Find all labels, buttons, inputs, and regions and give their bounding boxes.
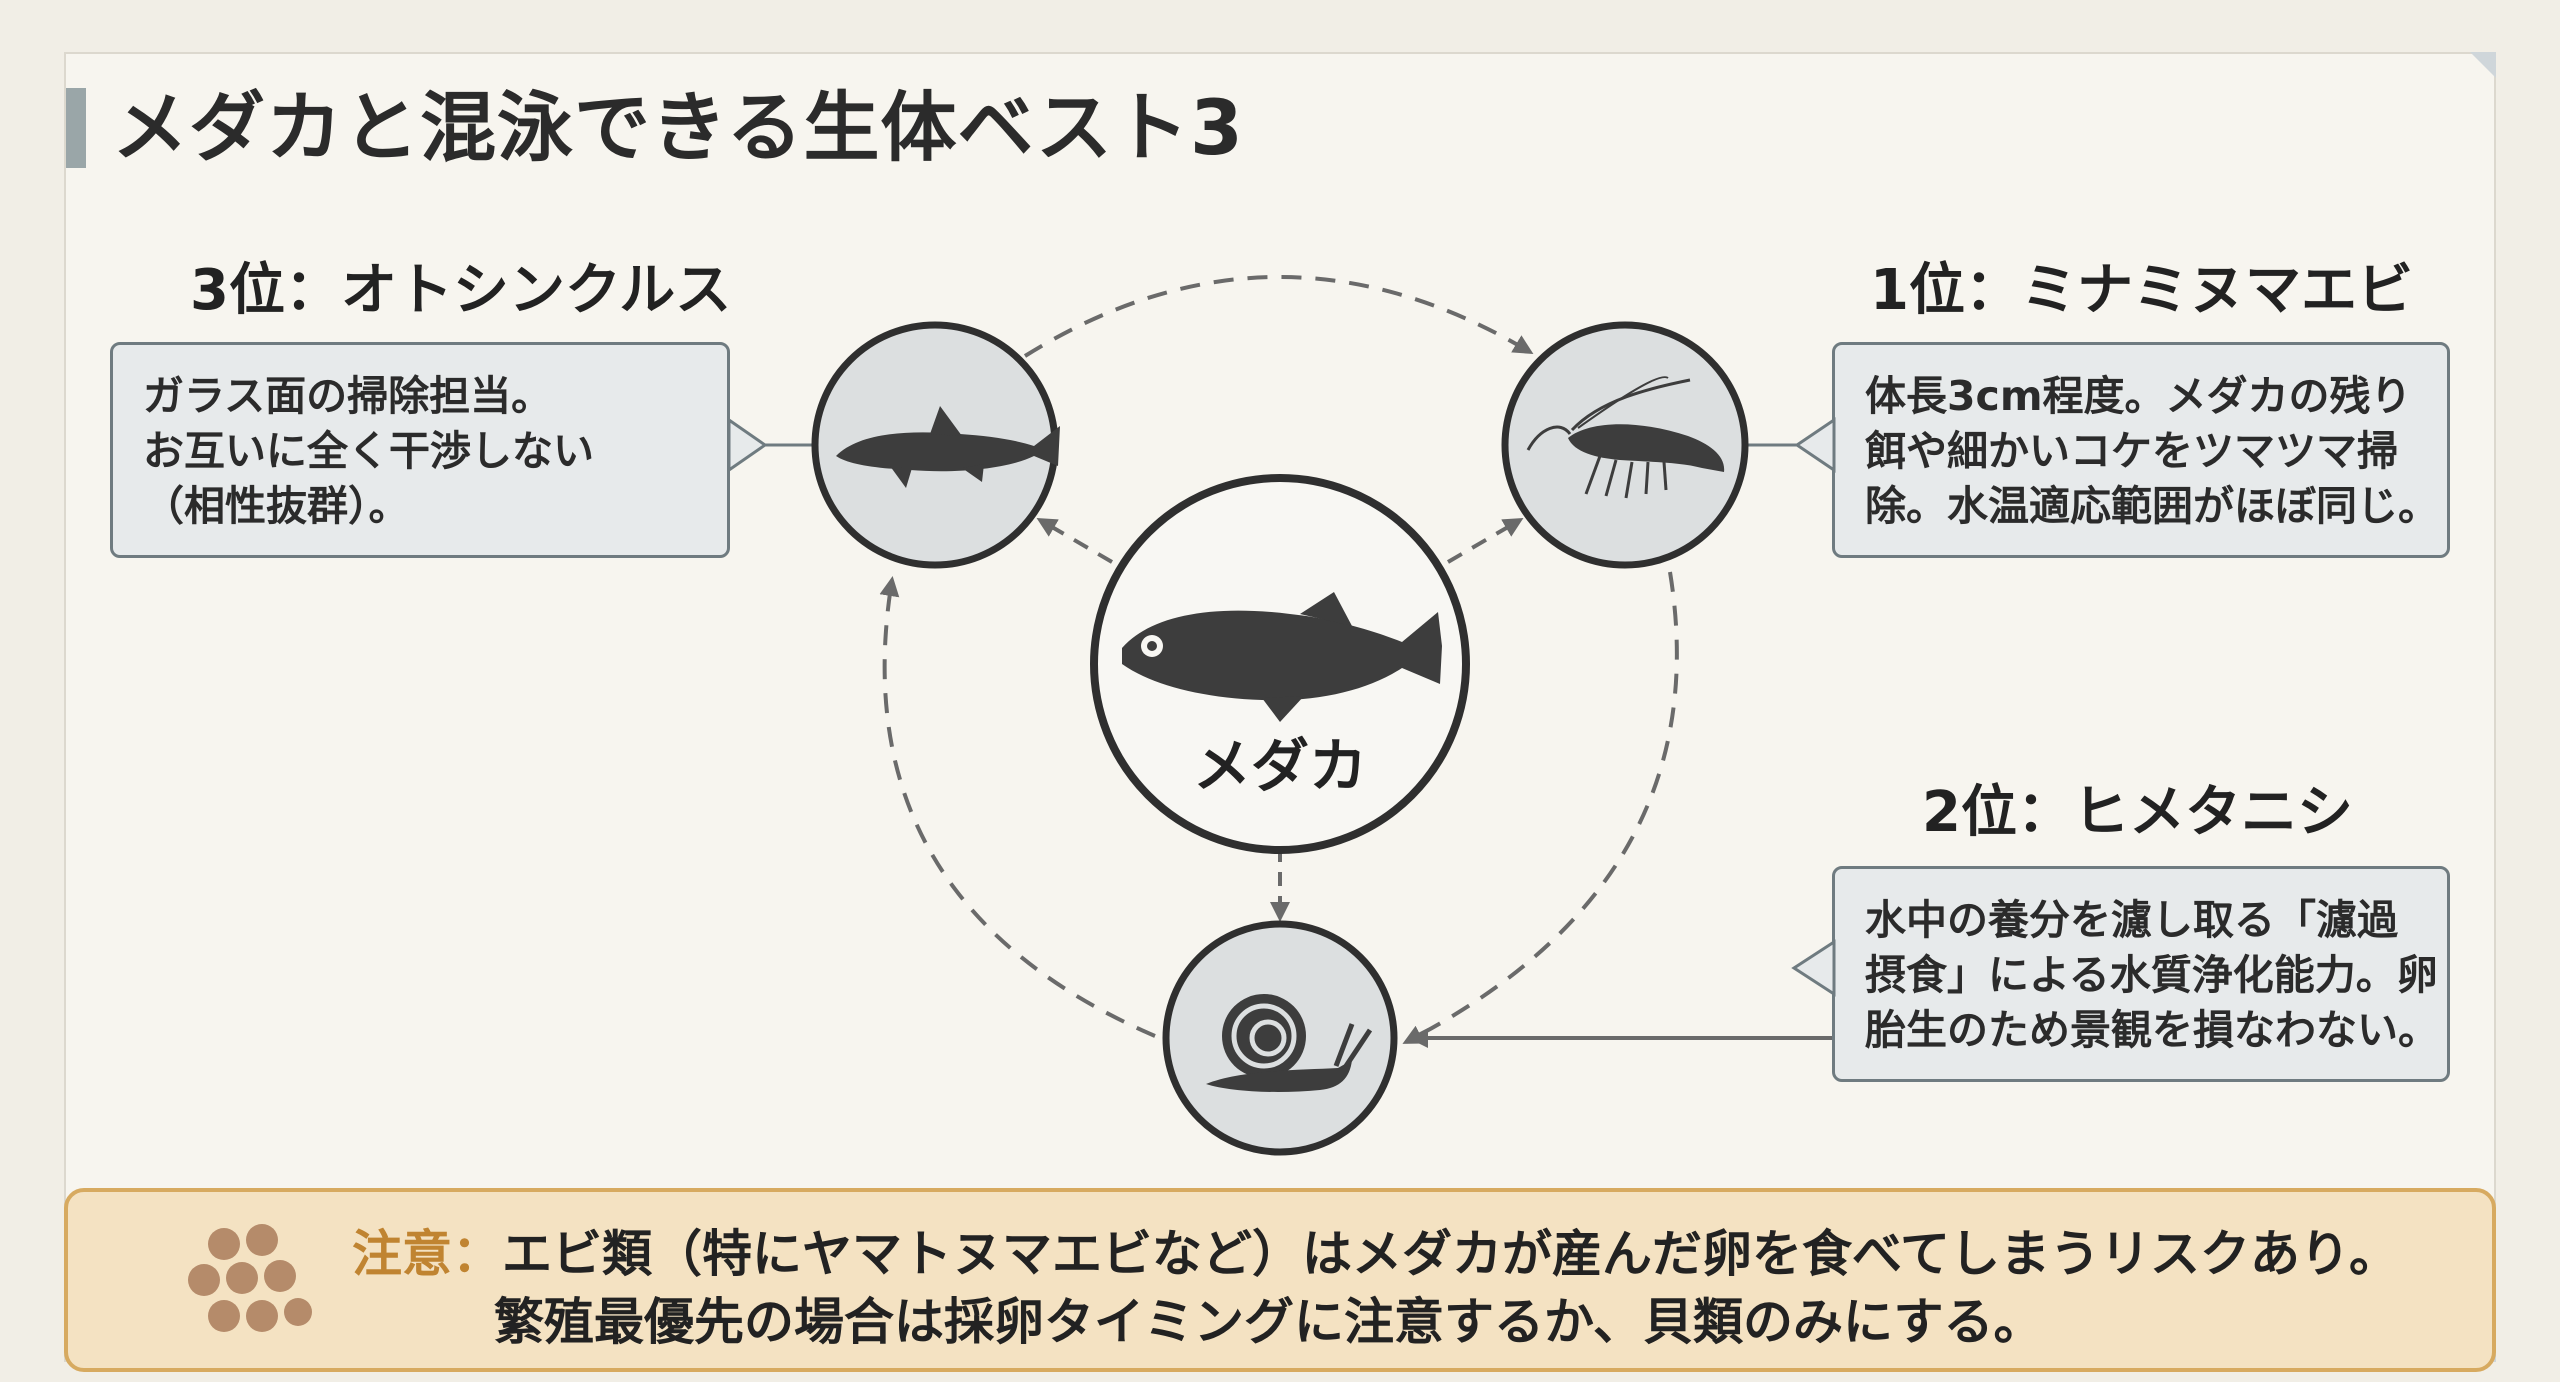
snail-icon	[1206, 994, 1373, 1092]
arrow-rank2-to-rank3	[879, 576, 1156, 1038]
rank2-heading: 2位：ヒメタニシ	[1922, 780, 2353, 845]
warning-panel	[64, 1188, 2496, 1372]
corner-decoration	[2470, 52, 2496, 78]
arrow-center-to-rank1	[1446, 517, 1524, 564]
rank1-description-box: 体長3cm程度。メダカの残り 餌や細かいコケをツマツマ掃 除。水温適応範囲がほぼ…	[1832, 342, 2450, 558]
rank3-line: お互いに全く干渉しない	[143, 427, 594, 475]
medaka-fish-icon	[1122, 592, 1442, 722]
rank3-description-box: ガラス面の掃除担当。 お互いに全く干渉しない （相性抜群）。	[110, 342, 730, 558]
rank2-line: 胎生のため景観を損なわない。	[1865, 1006, 2439, 1054]
warning-text-1: エビ類（特にヤマトヌマエビなど）はメダカが産んだ卵を食べてしまうリスクあり。	[502, 1225, 2399, 1283]
shrimp-icon	[1526, 376, 1725, 499]
warning-line-2: 繁殖最優先の場合は採卵タイミングに注意するか、貝類のみにする。	[494, 1293, 2044, 1351]
arrow-rank1-to-rank2	[1402, 571, 1679, 1044]
pointer-rank1	[1794, 417, 1836, 473]
arrow-rank3-to-rank1	[1023, 275, 1534, 358]
rank2-line: 摂食」による水質浄化能力。卵	[1865, 951, 2438, 999]
title-accent-bar	[66, 88, 86, 168]
rank2-line: 水中の養分を濾し取る「濾過	[1865, 896, 2398, 944]
eggs-icon	[188, 1224, 312, 1332]
warning-line-1: 注意：エビ類（特にヤマトヌマエビなど）はメダカが産んだ卵を食べてしまうリスクあり…	[352, 1222, 2399, 1286]
page-title: メダカと混泳できる生体ベスト3	[112, 83, 1244, 172]
rank1-line: 除。水温適応範囲がほぼ同じ。	[1865, 482, 2439, 530]
rank1-line: 体長3cm程度。メダカの残り	[1865, 372, 2412, 420]
otocinclus-fish-icon	[836, 406, 1060, 488]
warning-label: 注意：	[352, 1225, 502, 1283]
rank1-heading: 1位：ミナミヌマエビ	[1870, 258, 2413, 323]
center-label: メダカ	[1192, 732, 1367, 800]
rank3-line: （相性抜群）。	[143, 482, 410, 530]
rank1-line: 餌や細かいコケをツマツマ掃	[1865, 427, 2398, 475]
arrow-center-to-rank3	[1036, 517, 1114, 564]
rank2-description-box: 水中の養分を濾し取る「濾過 摂食」による水質浄化能力。卵 胎生のため景観を損なわ…	[1832, 866, 2450, 1082]
pointer-rank3	[727, 417, 768, 473]
rank3-line: ガラス面の掃除担当。	[143, 372, 553, 420]
rank3-heading: 3位：オトシンクルス	[190, 258, 732, 323]
pointer-rank2	[1791, 939, 1836, 997]
